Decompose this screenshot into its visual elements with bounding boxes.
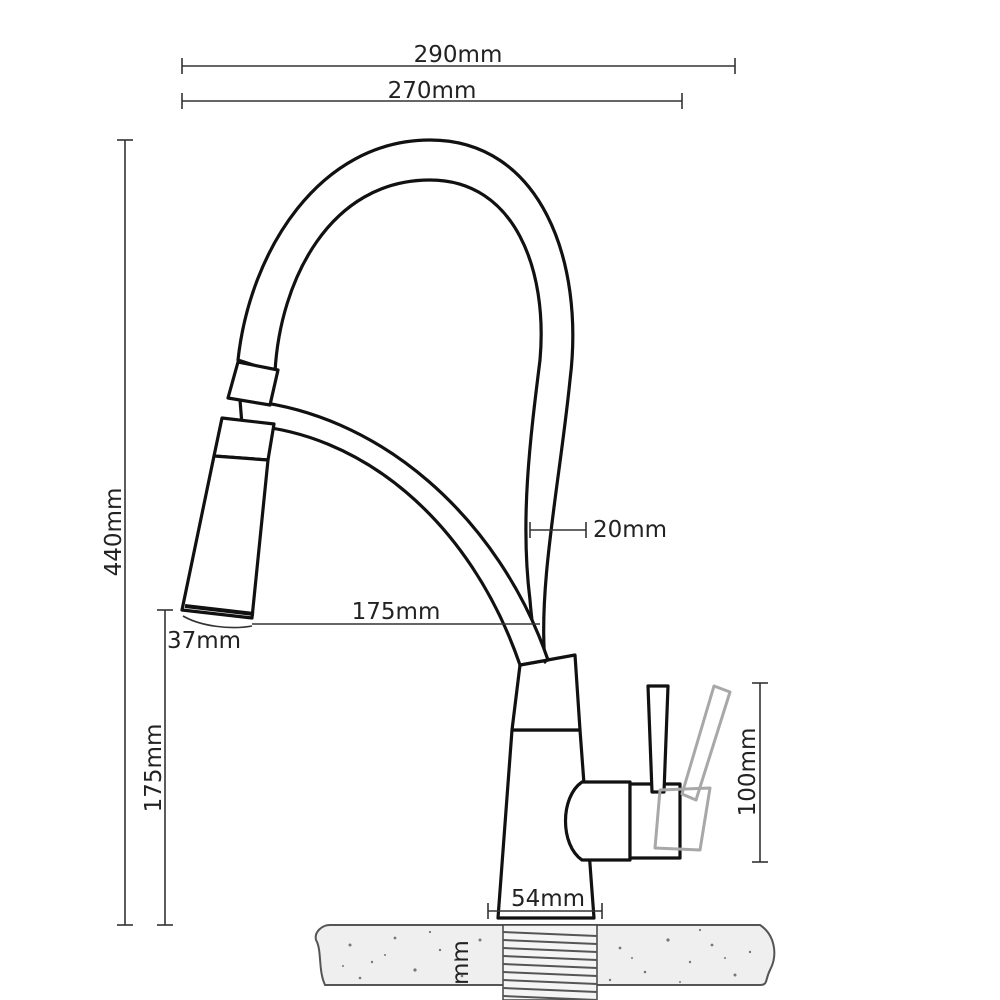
countertop-speckles — [342, 928, 752, 983]
spray-head-label: 37mm — [167, 628, 241, 654]
dim-spout-reach: 270mm — [181, 78, 683, 109]
faucet-neck — [510, 653, 582, 732]
hose-diameter-label: 20mm — [593, 517, 667, 543]
dim-head-to-body: 175mm — [252, 599, 540, 625]
base-diameter-label: 54mm — [511, 886, 585, 912]
gooseneck-hose — [236, 138, 575, 664]
head-to-body-label: 175mm — [352, 599, 441, 625]
dim-spray-head: 37mm — [167, 615, 253, 654]
threaded-shank — [502, 924, 598, 1000]
spout-height-label: 175mm — [141, 724, 167, 813]
total-width-label: 290mm — [414, 42, 503, 68]
dim-base-diameter: 54mm — [487, 886, 603, 919]
spout-arm — [238, 398, 550, 667]
dim-hose-diameter: 20mm — [529, 517, 667, 543]
dim-total-height: 440mm — [101, 139, 133, 926]
dim-spout-height: 175mm — [141, 609, 173, 926]
handle-lever-rotated-ghost — [653, 684, 732, 852]
spray-head — [180, 360, 280, 620]
handle-height-label: 100mm — [735, 728, 761, 817]
dim-total-width: 290mm — [181, 42, 736, 74]
dim-handle-height: 100mm — [735, 682, 768, 863]
total-height-label: 440mm — [101, 488, 127, 577]
spout-reach-label: 270mm — [388, 78, 477, 104]
handle-lever — [646, 684, 670, 794]
thread-length-label: mm — [448, 940, 474, 985]
